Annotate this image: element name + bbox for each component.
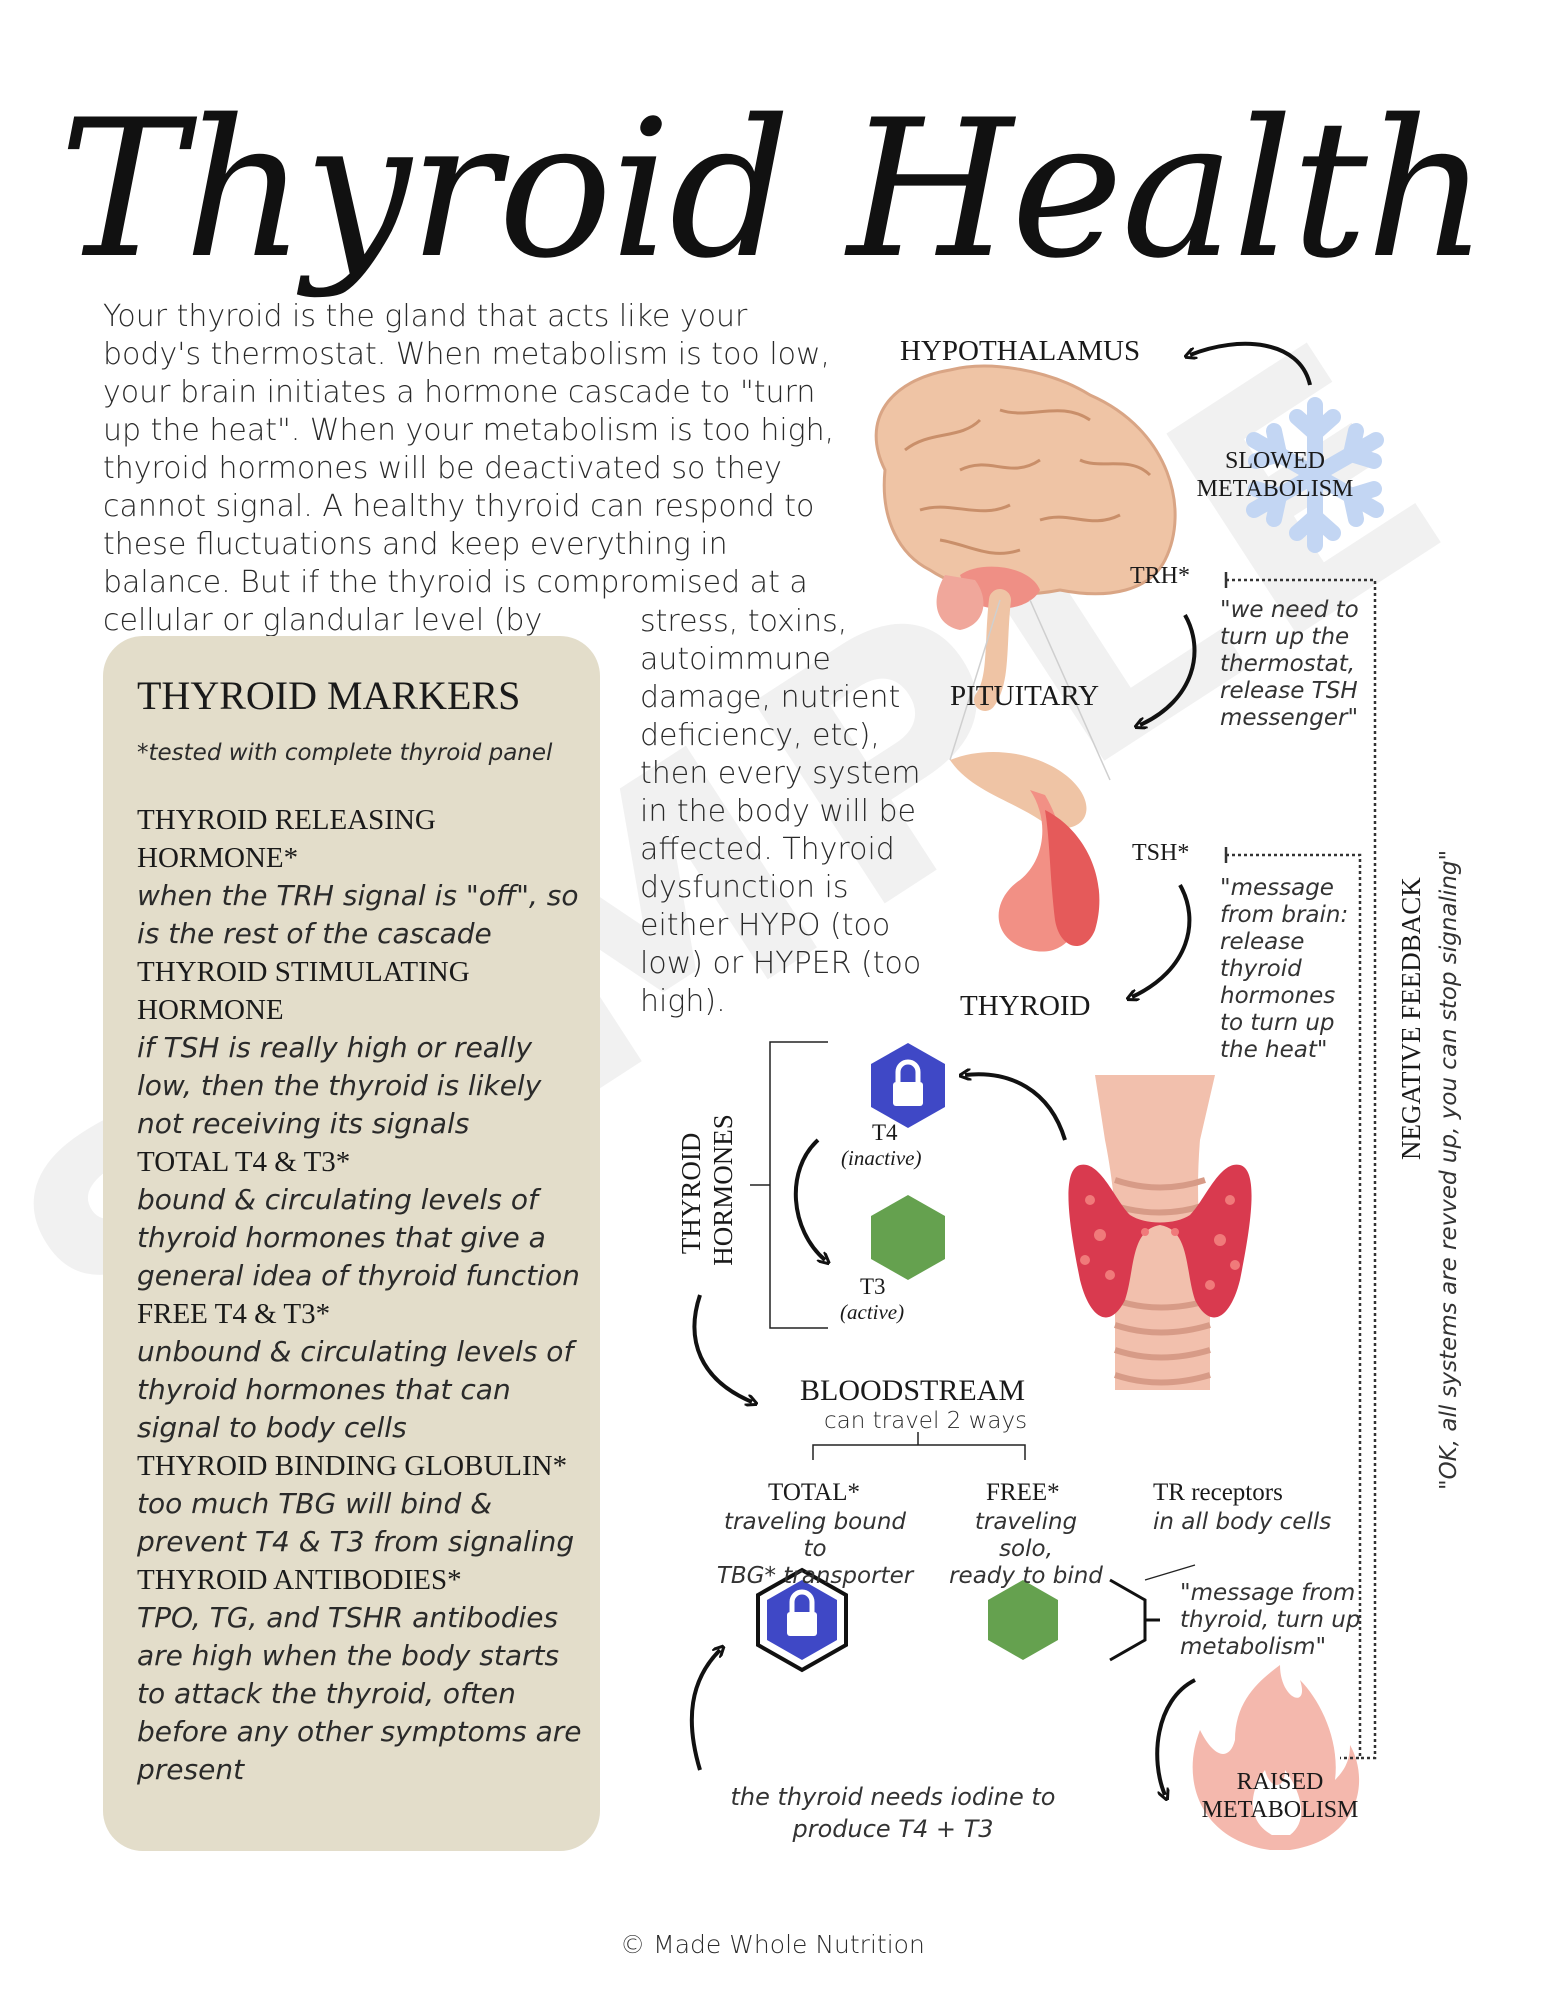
negative-feedback-line [1226,578,1377,1760]
bloodstream-label: BLOODSTREAM [800,1374,1026,1407]
receptor-pointer [1144,1564,1196,1581]
markers-list: THYROID RELEASING HORMONE* when the TRH … [137,801,587,1789]
hypothalamus-label: HYPOTHALAMUS [900,335,1141,367]
hormones-bracket [750,1041,828,1329]
negative-feedback-quote: "OK, all systems are revved up, you can … [1436,850,1462,1490]
marker-item: THYROID STIMULATING HORMONE if TSH is re… [137,953,587,1143]
t3-state-label: (active) [840,1300,905,1324]
total-bound-hexagon-icon [756,1567,848,1673]
markers-heading: THYROID MARKERS [137,673,521,718]
t3-hexagon-icon [871,1195,945,1280]
flow-arrows [689,341,1312,1795]
markers-subheading: *tested with complete thyroid panel [137,740,553,766]
marker-name: THYROID STIMULATING HORMONE [137,956,470,1026]
pituitary-label: PITUITARY [950,680,1100,712]
marker-item: FREE T4 & T3* unbound & circulating leve… [137,1295,587,1447]
marker-item: TOTAL T4 & T3* bound & circulating level… [137,1143,587,1295]
trh-label: TRH* [1130,563,1190,589]
thyroid-markers-panel: THYROID MARKERS *tested with complete th… [103,636,600,1851]
total-label: TOTAL* [768,1479,860,1506]
marker-description: when the TRH signal is "off", so is the … [137,879,579,950]
page-title: Thyroid Health [58,79,1488,300]
thyroid-hormones-label: THYROID HORMONES [676,1114,738,1266]
copyright-footer: © Made Whole Nutrition [620,1930,925,1959]
t3-label: T3 [860,1274,886,1299]
intro-paragraph: Your thyroid is the gland that acts like… [103,299,835,638]
snowflake-icon [1246,397,1384,553]
bloodstream-bracket [812,1432,1026,1460]
marker-description: too much TBG will bind & prevent T4 & T3… [137,1487,575,1558]
receptor-bracket [1109,1578,1160,1662]
marker-item: THYROID ANTIBODIES* TPO, TG, and TSHR an… [137,1561,587,1789]
marker-name: THYROID RELEASING HORMONE* [137,804,436,874]
free-label: FREE* [986,1479,1060,1506]
marker-description: if TSH is really high or really low, the… [137,1031,542,1140]
bloodstream-sublabel: can travel 2 ways [824,1408,1028,1434]
negative-feedback-label: NEGATIVE FEEDBACK [1396,877,1426,1160]
t4-label: T4 [872,1120,898,1145]
marker-item: THYROID BINDING GLOBULIN* too much TBG w… [137,1447,587,1561]
marker-name: TOTAL T4 & T3* [137,1146,351,1178]
marker-item: THYROID RELEASING HORMONE* when the TRH … [137,801,587,953]
t4-hexagon-icon [871,1043,945,1128]
brain-icon [874,364,1177,711]
tr-receptors-sublabel: in all body cells [1153,1509,1332,1535]
marker-name: THYROID BINDING GLOBULIN* [137,1450,568,1482]
thyroid-gland-icon [1068,1075,1252,1390]
marker-description: TPO, TG, and TSHR antibodies are high wh… [137,1601,582,1786]
tsh-label: TSH* [1132,840,1190,866]
free-note: traveling solo,ready to bind [949,1509,1103,1589]
thyroid-label: THYROID [960,990,1091,1022]
t4-state-label: (inactive) [841,1146,922,1170]
marker-description: unbound & circulating levels of thyroid … [137,1335,574,1444]
marker-description: bound & circulating levels of thyroid ho… [137,1183,580,1292]
flame-icon [1192,1665,1360,1850]
pituitary-icon [949,599,1111,952]
marker-name: THYROID ANTIBODIES* [137,1564,462,1596]
tr-receptors-label: TR receptors [1153,1479,1283,1506]
intro-paragraph-continued: stress, toxins, autoimmune damage, nutri… [640,604,922,1019]
free-hexagon-icon [988,1580,1058,1660]
marker-name: FREE T4 & T3* [137,1298,331,1330]
